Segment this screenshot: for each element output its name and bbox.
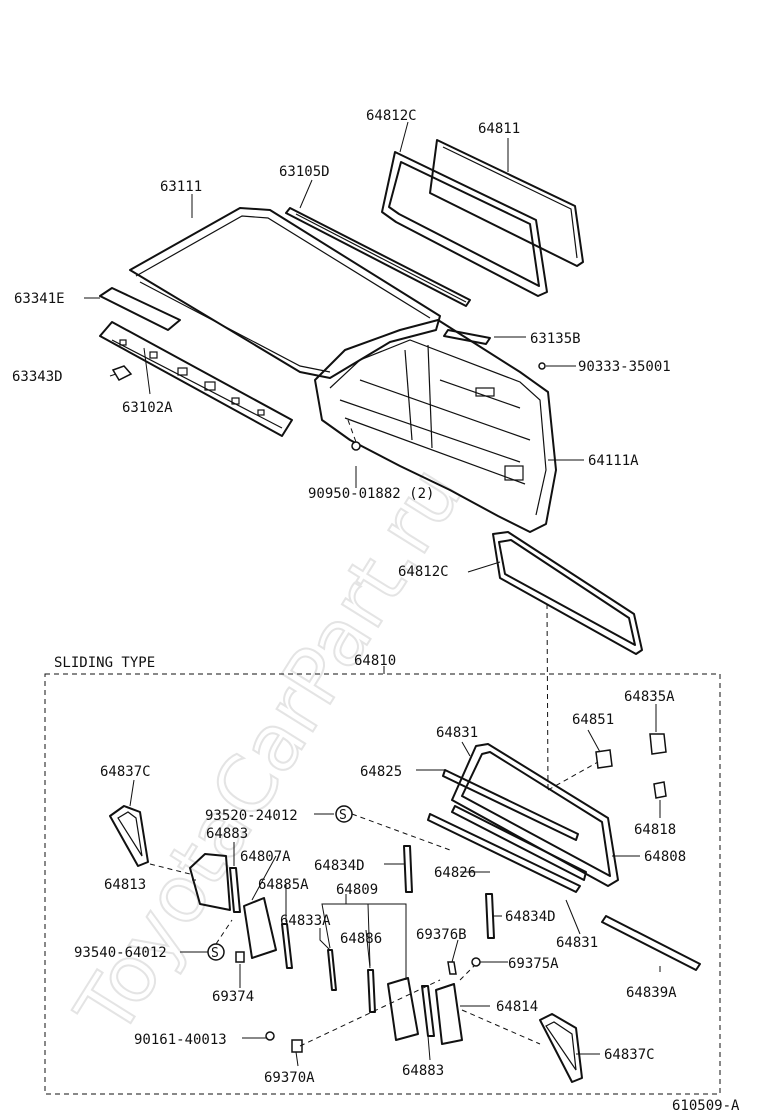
roof-seal-63105d	[285, 207, 471, 307]
screw-90161	[265, 1031, 275, 1041]
sliding-frame-64808	[451, 743, 619, 887]
label-64808: 64808	[644, 849, 686, 865]
label-64837c-left: 64837C	[100, 764, 151, 780]
weatherstrip-64812c-upper	[381, 151, 548, 297]
label-64818: 64818	[634, 822, 676, 838]
label-63111: 63111	[160, 179, 202, 195]
weatherstrip-64837c-right	[539, 1013, 583, 1083]
sliding-type-frame	[44, 673, 721, 1095]
label-64814: 64814	[496, 999, 538, 1015]
label-93520: 93520-24012	[205, 808, 298, 824]
bolt-69375a	[471, 957, 481, 967]
clip-90333	[538, 362, 546, 370]
panel-64809	[387, 977, 419, 1041]
label-64837c-right: 64837C	[604, 1047, 655, 1063]
bracket-64851	[595, 749, 613, 769]
svg-text:S: S	[211, 946, 219, 961]
label-64833a: 64833A	[280, 913, 331, 929]
panel-64807a	[243, 897, 277, 959]
label-64813: 64813	[104, 877, 146, 893]
svg-text:S: S	[339, 808, 347, 823]
label-63105d: 63105D	[279, 164, 330, 180]
label-64811: 64811	[478, 121, 520, 137]
strip-64833a	[327, 949, 337, 991]
clip-69370a	[291, 1039, 303, 1053]
s-mark-93540: S	[207, 943, 225, 961]
rail-64826	[451, 805, 587, 881]
label-90333: 90333-35001	[578, 359, 671, 375]
header-63341e	[99, 287, 181, 331]
weatherstrip-64837c-left	[109, 805, 149, 867]
label-64851: 64851	[572, 712, 614, 728]
label-69374: 69374	[212, 989, 254, 1005]
label-63341e: 63341E	[14, 291, 65, 307]
label-64807a: 64807A	[240, 849, 291, 865]
lower-leaders	[129, 704, 661, 1067]
back-panel-64111a	[314, 319, 557, 533]
bracket-69376b	[447, 961, 457, 975]
reinforcement-63102a	[99, 321, 293, 437]
seal-64883-bottom	[421, 985, 435, 1037]
label-90161: 90161-40013	[134, 1032, 227, 1048]
label-90950: 90950-01882 (2)	[308, 486, 434, 502]
label-64826: 64826	[434, 865, 476, 881]
label-64111a: 64111A	[588, 453, 639, 469]
rain-trough-63135b	[443, 329, 491, 345]
rear-glass-64811	[429, 139, 584, 267]
rail-64839a	[601, 915, 701, 971]
watermark-text: ToyotaCarPart.ru	[59, 452, 480, 1051]
latch-64818	[653, 781, 667, 799]
screw-90950	[351, 441, 361, 451]
label-64883-top: 64883	[206, 826, 248, 842]
rail-64825	[442, 769, 579, 841]
glass-64814	[435, 983, 463, 1045]
upper-leaders	[84, 121, 584, 573]
label-64839a: 64839A	[626, 985, 677, 1001]
label-64831-top: 64831	[436, 725, 478, 741]
clip-63343d	[111, 365, 133, 381]
part-labels: 64812C 64811 63105D 63111 63341E 63135B …	[12, 108, 740, 1112]
roof-panel-63111	[129, 207, 441, 379]
clip-69374	[235, 951, 245, 963]
label-69376b: 69376B	[416, 927, 467, 943]
s-mark-93520: S	[335, 805, 353, 823]
label-64886: 64886	[340, 931, 382, 947]
label-64825: 64825	[360, 764, 402, 780]
label-64835a: 64835A	[624, 689, 675, 705]
seal-64883-top	[229, 867, 241, 913]
strip-64885a	[281, 923, 293, 969]
label-64812c-middle: 64812C	[398, 564, 449, 580]
label-63102a: 63102A	[122, 400, 173, 416]
label-64834d-right: 64834D	[505, 909, 556, 925]
glass-64813	[189, 853, 231, 911]
label-64885a: 64885A	[258, 877, 309, 893]
guide-64834d-left	[403, 845, 413, 893]
label-64831-bottom: 64831	[556, 935, 598, 951]
section-title: SLIDING TYPE	[54, 655, 155, 671]
figure-code: 610509-A	[672, 1098, 740, 1112]
label-63343d: 63343D	[12, 369, 63, 385]
strip-64886	[367, 969, 376, 1013]
label-69375a: 69375A	[508, 956, 559, 972]
label-69370a: 69370A	[264, 1070, 315, 1086]
guide-64834d-right	[485, 893, 495, 939]
label-63135b: 63135B	[530, 331, 581, 347]
label-64810: 64810	[354, 653, 396, 669]
rail-64831-bottom	[427, 813, 581, 893]
label-64809: 64809	[336, 882, 378, 898]
stopper-64835a	[649, 733, 667, 755]
label-64834d-left: 64834D	[314, 858, 365, 874]
weatherstrip-64812c-middle	[492, 531, 643, 655]
label-93540: 93540-64012	[74, 945, 167, 961]
label-64883-bottom: 64883	[402, 1063, 444, 1079]
label-64812c-top: 64812C	[366, 108, 417, 124]
